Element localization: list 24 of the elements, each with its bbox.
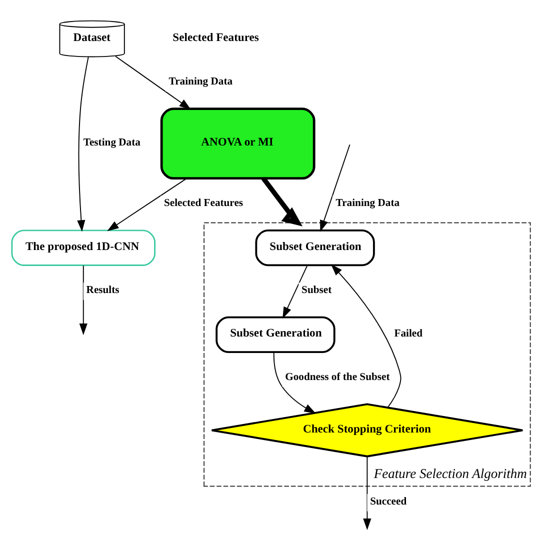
arrow [77, 56, 89, 232]
node-box: ANOVA or MI [160, 108, 316, 180]
edge-label: Training Data [336, 198, 400, 210]
arrow [115, 56, 191, 110]
edge-label: Results [86, 285, 120, 296]
edge-label: Training Data [168, 76, 233, 88]
edge-label: Succeed [370, 496, 407, 508]
arrow [261, 176, 303, 226]
node-box: Subset Generation [216, 316, 336, 354]
node-box: Subset Generation [255, 230, 375, 266]
edge-label: Subset [302, 285, 332, 296]
arrow [273, 352, 316, 414]
arrow [363, 456, 372, 530]
edge-label: Failed [394, 328, 423, 340]
arrow [330, 264, 402, 408]
edge-label: Goodness of the Subset [285, 372, 390, 383]
arrow [79, 265, 88, 336]
arrow [282, 265, 308, 319]
label: Selected Features [172, 30, 259, 44]
edge-label: Testing Data [83, 137, 140, 148]
node-box: The proposed 1D-CNN [11, 230, 156, 266]
arrow [107, 178, 188, 232]
arrow [320, 144, 350, 232]
edge-label: Selected Features [164, 198, 244, 210]
